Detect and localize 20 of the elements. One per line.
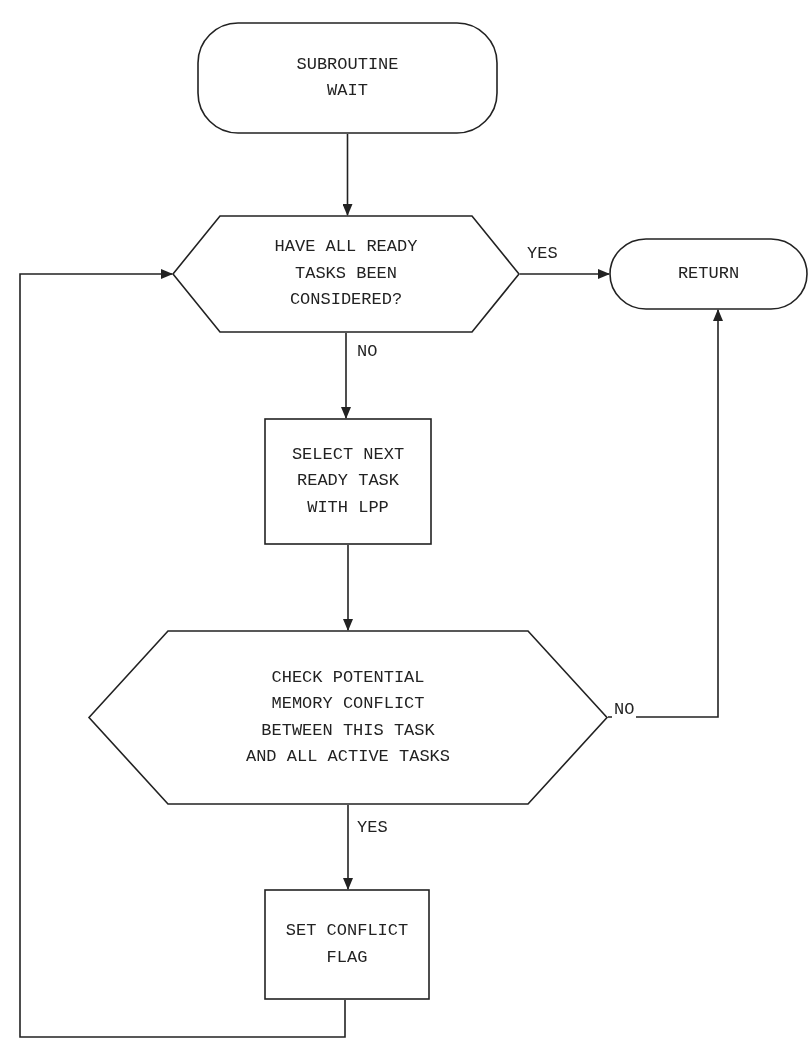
arrow xyxy=(343,544,353,631)
process-box xyxy=(264,418,432,545)
node-text: RETURN xyxy=(676,262,741,285)
node-text: SELECT NEXT READY TASK WITH LPP xyxy=(290,444,406,519)
node-text: CHECK POTENTIAL MEMORY CONFLICT BETWEEN THIS TASK AND ALL ACTIVE TASKS xyxy=(244,666,451,768)
edge-label: NO xyxy=(612,700,637,721)
arrow xyxy=(342,133,353,216)
arrow xyxy=(19,269,346,1038)
process-box xyxy=(264,889,430,1000)
decision-hexagon xyxy=(88,630,608,805)
arrow xyxy=(341,332,351,419)
decision-hexagon xyxy=(172,215,520,333)
node-text: HAVE ALL READY TASKS BEEN CONSIDERED? xyxy=(273,236,419,312)
arrow xyxy=(607,309,723,718)
arrow xyxy=(519,269,610,279)
terminal-shape xyxy=(197,22,498,134)
node-text: SET CONFLICT FLAG xyxy=(284,920,410,969)
terminal-shape xyxy=(609,238,808,310)
node-text: SUBROUTINE WAIT xyxy=(295,53,400,102)
arrow xyxy=(343,804,353,890)
